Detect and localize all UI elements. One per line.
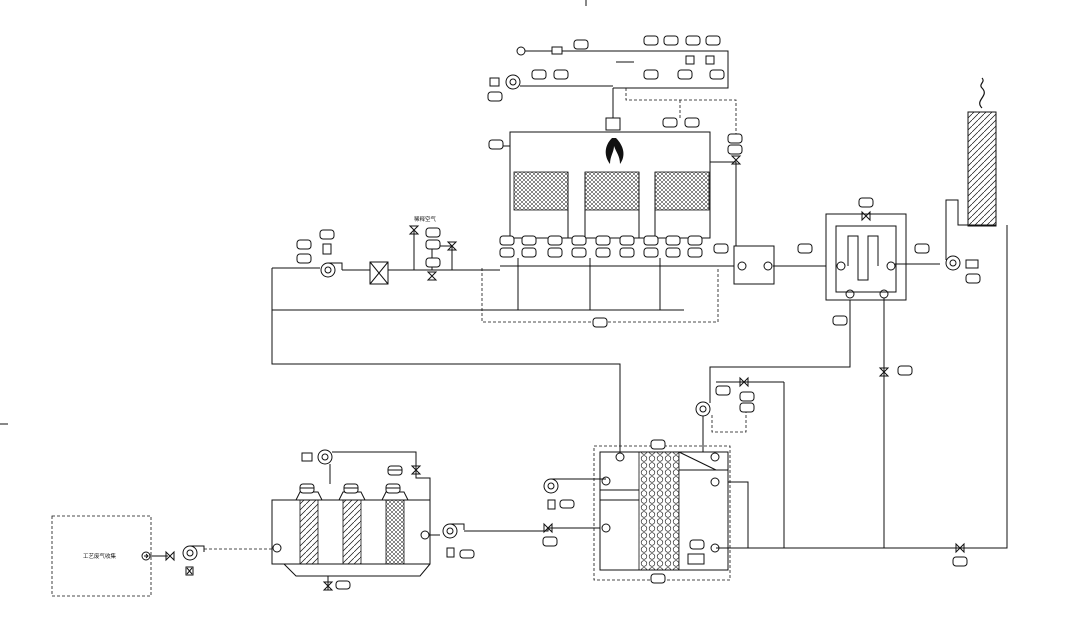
flow-arrow-icon <box>886 261 896 271</box>
flame-icon <box>605 138 624 164</box>
motor-icon <box>489 77 500 87</box>
motor-icon <box>446 547 455 558</box>
concentrator-unit <box>593 439 731 584</box>
instrument-tag <box>299 483 315 494</box>
valve-icon <box>410 465 422 475</box>
fan-icon <box>505 74 613 90</box>
valve-icon <box>955 542 965 554</box>
valve-icon <box>165 550 175 562</box>
source-box: 工艺废气收集 <box>51 515 152 597</box>
valve-icon <box>408 225 420 235</box>
valve-icon <box>322 581 334 591</box>
flow-arrow-icon <box>737 261 747 271</box>
stack-icon <box>967 111 997 227</box>
flow-arrow-icon <box>710 452 720 462</box>
flow-arrow-icon <box>710 477 720 487</box>
fan-icon <box>543 478 565 494</box>
flow-arrow-icon <box>601 523 611 533</box>
motor-icon <box>965 259 979 269</box>
flow-arrow-icon <box>836 261 846 271</box>
rto-unit <box>488 88 711 239</box>
filter-icon <box>369 261 389 285</box>
fan-icon <box>320 262 343 278</box>
valve-icon <box>730 155 742 165</box>
valve-icon <box>878 367 890 377</box>
valve-icon <box>446 241 458 251</box>
motor-icon <box>185 566 194 576</box>
motor-icon <box>301 452 313 462</box>
fan-icon <box>442 523 465 539</box>
flow-arrow-icon <box>141 551 151 561</box>
flow-arrow-icon <box>763 261 773 271</box>
fan-icon <box>317 449 333 465</box>
valve-icon <box>426 271 438 281</box>
heat-exchanger-icon <box>825 213 907 301</box>
adsorber-unit <box>271 491 431 591</box>
instrument-tag <box>387 465 403 476</box>
motor-icon <box>322 243 332 255</box>
source-label: 工艺废气收集 <box>83 552 117 560</box>
valve-icon <box>861 210 871 222</box>
flow-arrow-icon <box>272 543 282 553</box>
burner-train <box>516 35 737 134</box>
valve-icon <box>543 522 553 534</box>
motor-icon <box>547 499 556 510</box>
flow-arrow-icon <box>845 289 855 299</box>
smoke-icon <box>979 77 985 109</box>
buffer-tank <box>733 245 775 285</box>
fan-icon <box>695 401 711 417</box>
dilution-air-label: 稀释空气 <box>414 215 437 223</box>
rto-valve-row <box>499 235 729 258</box>
valve-icon <box>739 376 749 388</box>
flow-arrow-icon <box>601 476 611 486</box>
flow-arrow-icon <box>615 452 625 462</box>
instrument-tag <box>385 483 401 494</box>
instrument-tag <box>343 483 359 494</box>
fan-icon <box>182 545 205 561</box>
